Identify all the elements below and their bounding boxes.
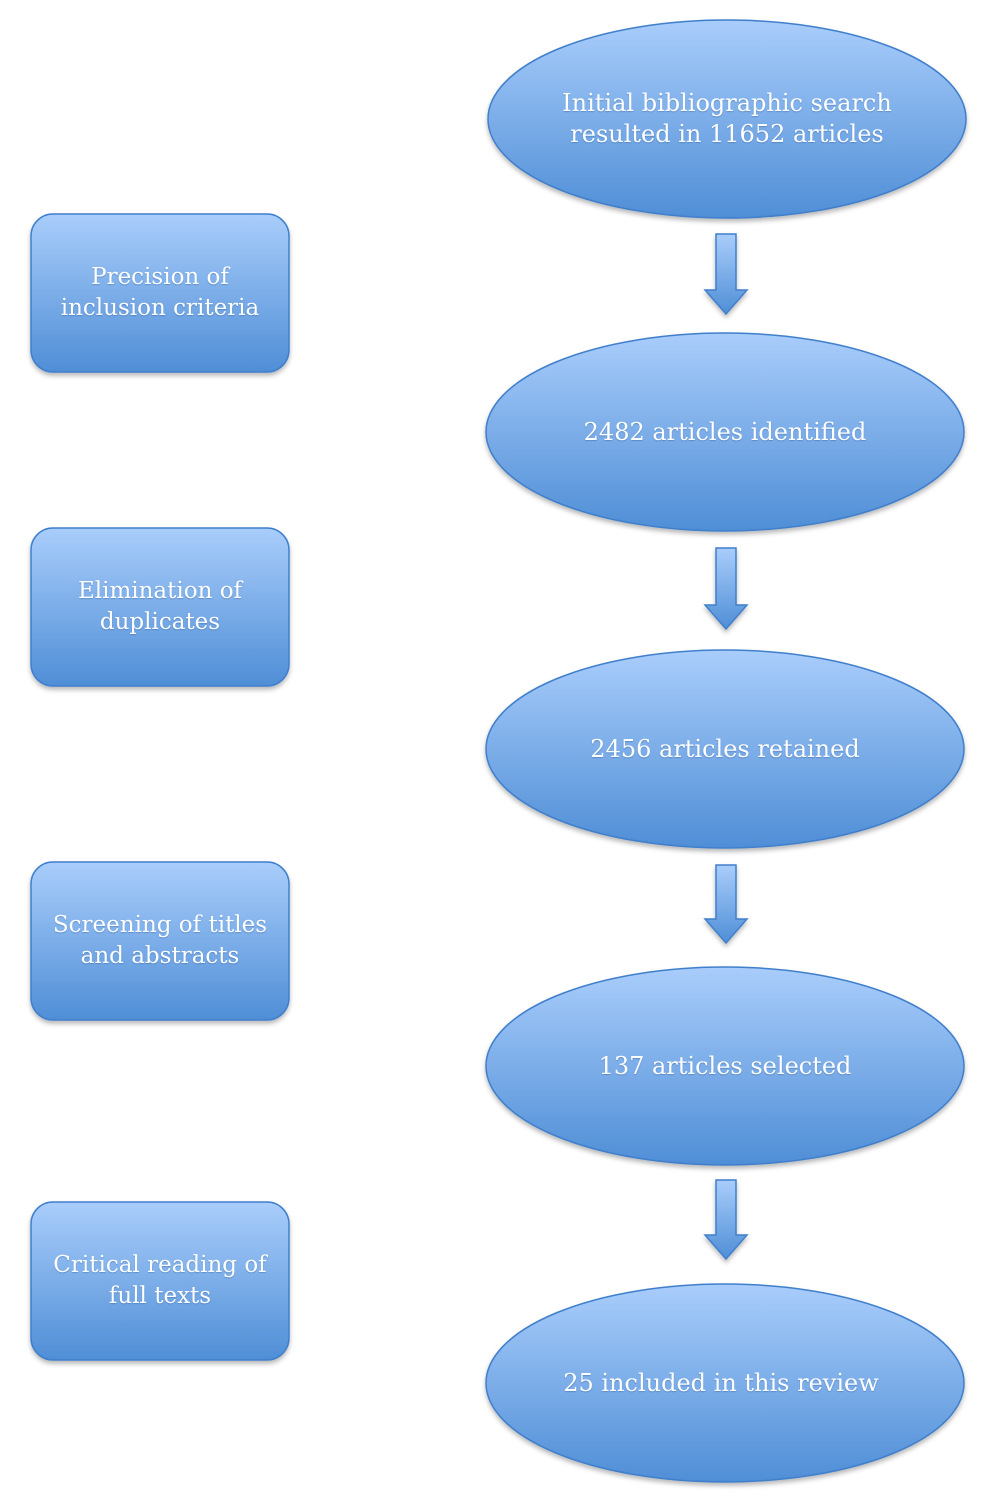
action-box-1 [30,213,290,373]
step-ellipse-4 [485,966,965,1166]
down-arrow-icon-3 [703,864,749,945]
step-ellipse-3 [485,649,965,849]
down-arrow-icon-2 [703,547,749,631]
down-arrow-icon-4 [703,1179,749,1261]
step-ellipse-5 [485,1283,965,1483]
action-box-2 [30,527,290,687]
action-box-4 [30,1201,290,1361]
action-box-3 [30,861,290,1021]
step-ellipse-2 [485,332,965,532]
step-ellipse-1 [487,19,967,219]
down-arrow-icon-1 [703,233,749,316]
